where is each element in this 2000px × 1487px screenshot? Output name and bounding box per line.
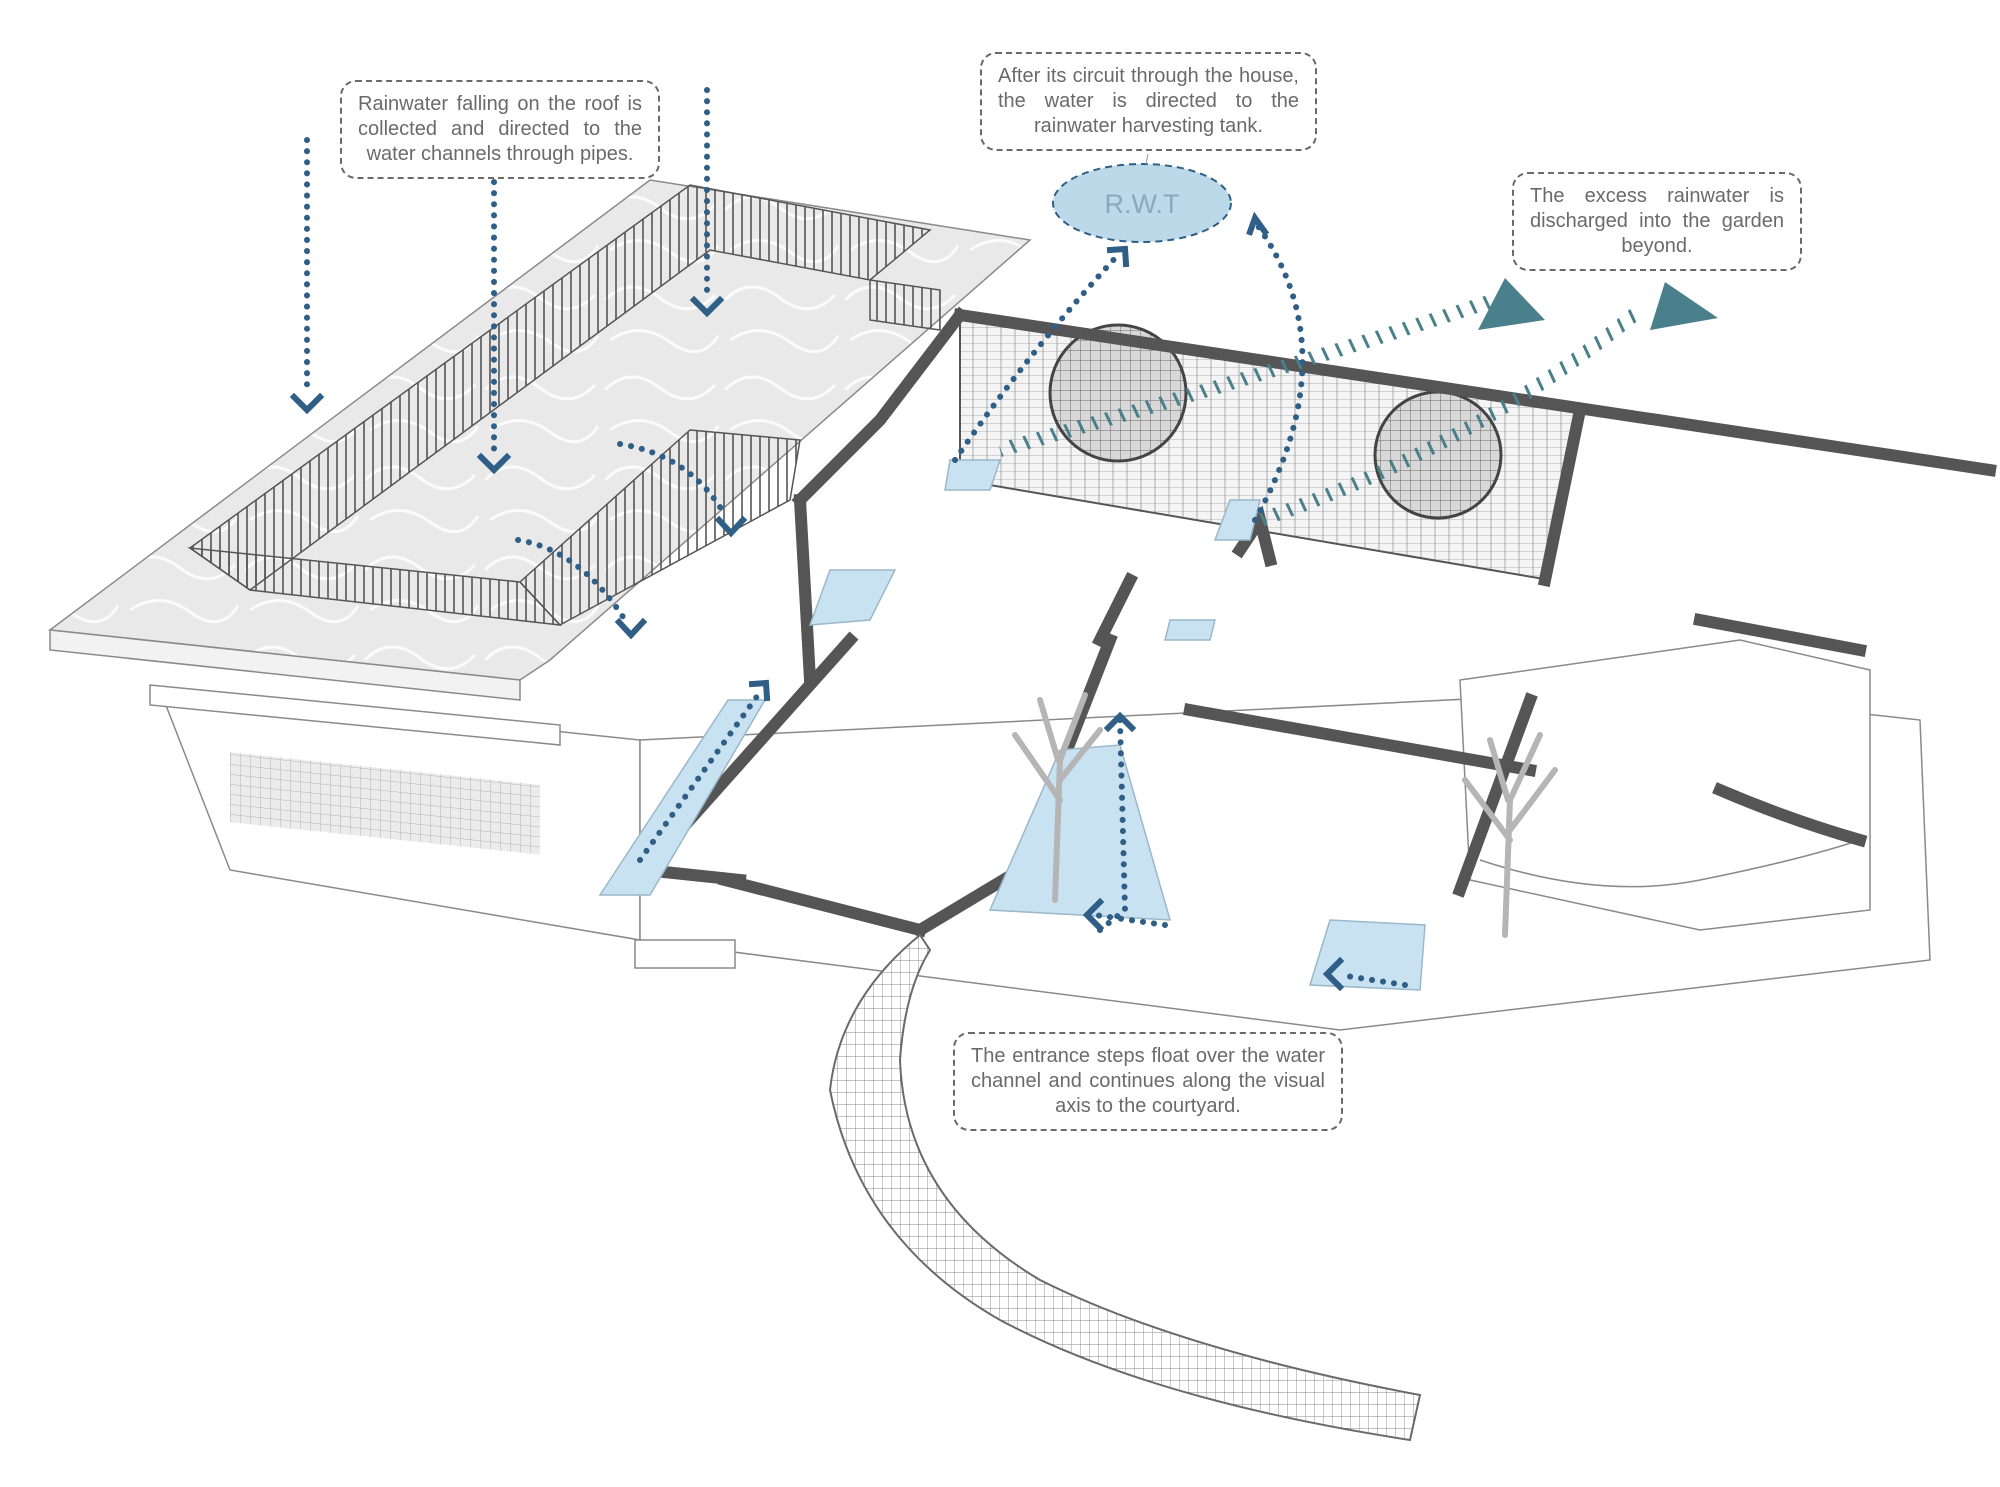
discharge-arrowhead-left [1478,278,1545,330]
up-arrowhead-icon [1246,211,1270,237]
callout-roof-collection: Rainwater falling on the roof is collect… [340,80,660,179]
callout-entrance-steps: The entrance steps float over the water … [953,1032,1343,1131]
water-channel-right [1308,919,1426,991]
up-arrowhead-icon [1106,245,1130,268]
up-arrowhead-icon [748,679,771,702]
roof-railing [187,184,941,626]
courtyard-tree [1012,692,1103,903]
down-arrowhead-icon [476,452,512,475]
entrance-curved-wall [828,933,1422,1442]
down-arrowhead-icon [289,392,325,415]
left-arrowhead-icon [1322,956,1345,992]
garden-tree [1462,732,1558,938]
callout-excess-discharge: The excess rainwater is discharged into … [1512,172,1802,271]
discharge-arrows [998,278,1718,527]
flow-arrowheads [289,211,1345,992]
flow-arrows [304,87,1408,988]
left-arrowhead-icon [1082,897,1105,933]
down-arrowhead-icon [714,515,748,538]
house-base [158,639,1931,1031]
circular-window-right [1373,390,1503,520]
down-arrowhead-icon [689,295,725,318]
window-band [230,752,540,855]
down-arrowhead-icon [614,617,648,640]
section-walls [636,306,1997,939]
callout-harvesting-tank: After its circuit through the house, the… [980,52,1317,151]
rainwater-tank [1052,163,1232,243]
tank-label: R.W.T [1105,189,1180,219]
discharge-arrowhead-right [1650,282,1718,330]
callout-leaders [1145,153,1149,165]
up-arrowhead-icon [1103,711,1137,733]
